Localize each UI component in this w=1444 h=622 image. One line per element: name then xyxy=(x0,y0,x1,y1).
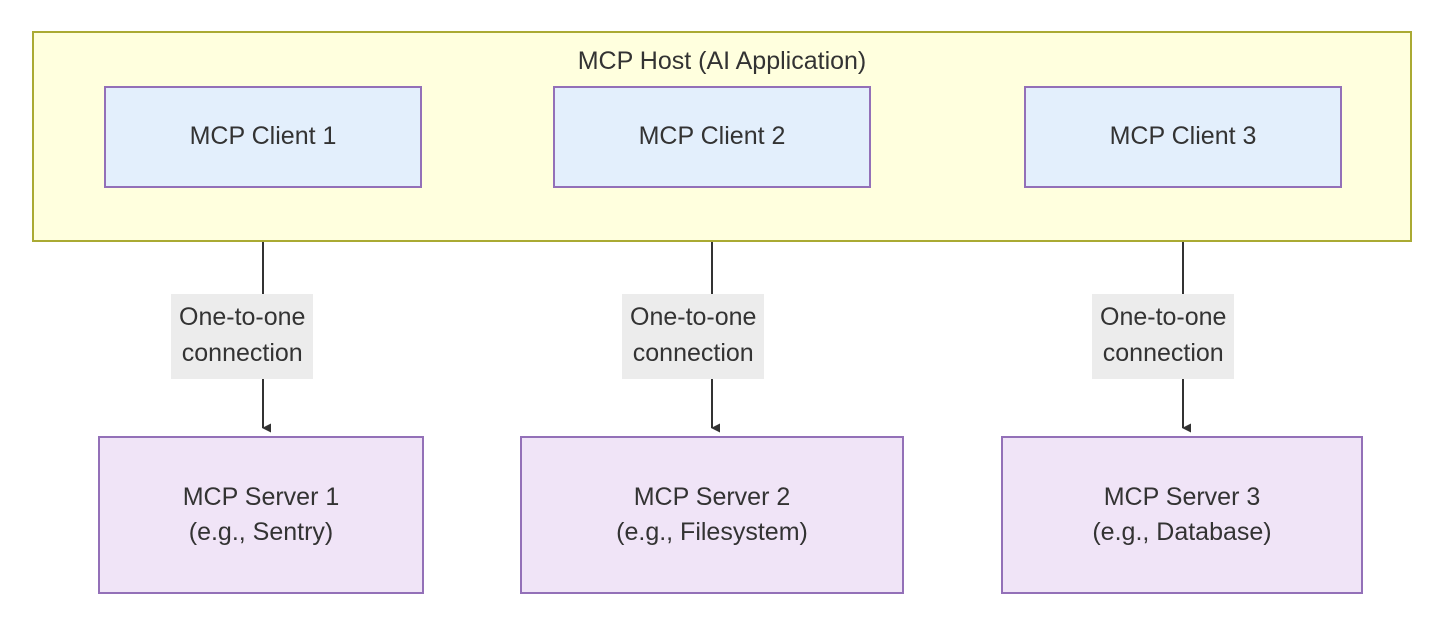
mcp-client-2-node[interactable]: MCP Client 2 xyxy=(553,86,871,188)
mcp-server-1-example: (e.g., Sentry) xyxy=(188,518,334,546)
mcp-server-3-name: MCP Server 3 xyxy=(1103,482,1261,511)
mcp-client-1-label: MCP Client 1 xyxy=(189,122,337,151)
connection-label-2-line1: One-to-one xyxy=(630,303,757,331)
connection-label-3-line2: connection xyxy=(1102,338,1224,367)
mcp-server-1-name: MCP Server 1 xyxy=(182,482,340,511)
mcp-client-1-node[interactable]: MCP Client 1 xyxy=(104,86,422,188)
mcp-client-3-node[interactable]: MCP Client 3 xyxy=(1024,86,1342,188)
mcp-client-3-label: MCP Client 3 xyxy=(1109,122,1257,151)
connection-label-2: One-to-one connection xyxy=(622,294,765,379)
mcp-server-2-name: MCP Server 2 xyxy=(633,482,791,511)
connection-label-3-line1: One-to-one xyxy=(1100,303,1227,331)
mcp-client-2-label: MCP Client 2 xyxy=(638,122,786,151)
connection-label-2-line2: connection xyxy=(632,338,754,367)
connection-label-1-line1: One-to-one xyxy=(179,303,306,331)
mcp-server-2-node[interactable]: MCP Server 2 (e.g., Filesystem) xyxy=(520,436,904,594)
connection-label-1: One-to-one connection xyxy=(171,294,314,379)
connection-label-3: One-to-one connection xyxy=(1092,294,1235,379)
mcp-server-1-node[interactable]: MCP Server 1 (e.g., Sentry) xyxy=(98,436,424,594)
mcp-server-2-example: (e.g., Filesystem) xyxy=(616,518,808,546)
connection-label-1-line2: connection xyxy=(181,338,303,367)
mcp-server-3-node[interactable]: MCP Server 3 (e.g., Database) xyxy=(1001,436,1363,594)
mcp-server-3-example: (e.g., Database) xyxy=(1092,518,1272,546)
mcp-host-title: MCP Host (AI Application) xyxy=(577,47,867,75)
